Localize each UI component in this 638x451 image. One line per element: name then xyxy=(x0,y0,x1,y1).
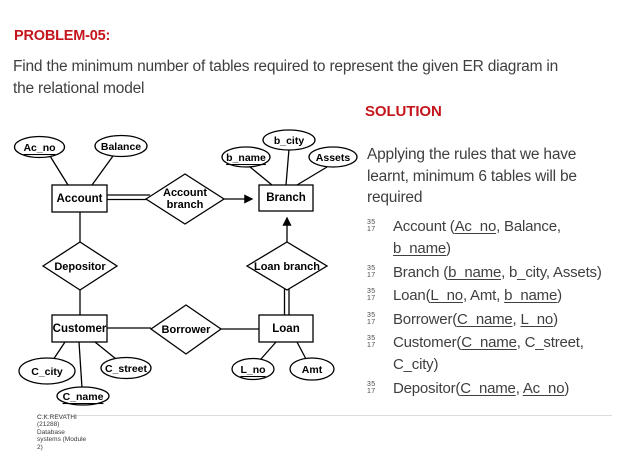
solution-intro: Applying the rules that we have learnt, … xyxy=(367,144,577,209)
table-def-depositor: Depositor(C_name, Ac_no) xyxy=(393,379,570,397)
attribute-balance-label: Balance xyxy=(101,141,141,153)
bullet-marker-bottom: 17 xyxy=(367,226,376,233)
relationship-account-branch xyxy=(144,173,226,225)
bullet-marker: 35 17 xyxy=(367,378,393,395)
bullet-marker-bottom: 17 xyxy=(367,387,376,395)
solution-table-list: 35 17 Account (Ac_no, Balance, b_name) 3… xyxy=(367,216,619,401)
table-list-item-account: 35 17 Account (Ac_no, Balance, b_name) xyxy=(367,216,619,260)
entity-loan-label: Loan xyxy=(272,323,299,335)
footer-line3: Database xyxy=(37,428,65,436)
relationship-account-branch-label-line1: Account xyxy=(163,187,207,199)
bullet-marker-bottom: 17 xyxy=(367,295,376,302)
bullet-marker: 35 17 xyxy=(367,332,393,349)
footer-credit: C.K.REVATHI (21288) Database systems (Mo… xyxy=(37,414,86,451)
attribute-c-city-label: C_city xyxy=(31,366,63,378)
relationship-depositor xyxy=(41,241,119,291)
footer-divider xyxy=(37,415,612,416)
relationship-depositor-label: Depositor xyxy=(54,261,106,273)
solution-intro-line1: Applying the rules that we have xyxy=(367,146,577,163)
table-list-item-branch: 35 17 Branch (b_name, b_city, Assets) xyxy=(367,262,619,284)
attribute-amt-label: Amt xyxy=(302,364,323,376)
relationship-borrower xyxy=(149,304,223,355)
attribute-c-city xyxy=(18,357,76,385)
attribute-b-city-label: b_city xyxy=(274,135,305,147)
entity-account xyxy=(51,184,108,213)
relationship-loan-branch-label: Loan branch xyxy=(254,261,320,273)
table-def-account: Account (Ac_no, Balance, b_name) xyxy=(393,218,561,257)
entity-branch-label: Branch xyxy=(266,192,306,204)
table-list-item-depositor: 35 17 Depositor(C_name, Ac_no) xyxy=(367,378,619,400)
footer-line2: (21288) xyxy=(37,421,60,429)
table-def-borrower: Borrower(C_name, L_no) xyxy=(393,310,558,328)
table-def-loan: Loan(L_no, Amt, b_name) xyxy=(393,287,562,304)
table-list-item-customer: 35 17 Customer(C_name, C_street, C_city) xyxy=(367,332,619,376)
attribute-b-name-label: b_name xyxy=(226,152,266,164)
footer-line5: 2) xyxy=(37,443,43,451)
attribute-assets xyxy=(308,146,358,168)
relationship-account-branch-label-line2: branch xyxy=(167,199,204,211)
attribute-l-no xyxy=(231,357,275,381)
attribute-assets-label: Assets xyxy=(316,152,351,164)
table-def-branch: Branch (b_name, b_city, Assets) xyxy=(393,263,602,281)
table-list-item-borrower: 35 17 Borrower(C_name, L_no) xyxy=(367,309,619,331)
problem-statement-line2: the relational model xyxy=(13,80,145,97)
entity-branch xyxy=(258,184,314,212)
problem-statement-line1: Find the minimum number of tables requir… xyxy=(13,58,559,75)
entity-account-label: Account xyxy=(57,193,103,205)
entity-loan xyxy=(258,314,314,343)
bullet-marker-top: 35 xyxy=(367,219,376,226)
entity-customer xyxy=(51,314,108,343)
table-def-customer: Customer(C_name, C_street, C_city) xyxy=(393,334,584,373)
bullet-marker-top: 35 xyxy=(367,264,376,272)
bullet-marker-top: 35 xyxy=(367,288,376,295)
attribute-b-city xyxy=(262,129,316,151)
footer-line4: systems (Module xyxy=(37,436,87,444)
attribute-l-no-label: L_no xyxy=(240,364,265,376)
attribute-c-name-label: C_name xyxy=(63,391,104,403)
bullet-marker: 35 17 xyxy=(367,285,393,302)
relationship-loan-branch xyxy=(245,241,329,291)
bullet-marker: 35 17 xyxy=(367,216,393,233)
solution-heading: SOLUTION xyxy=(365,103,442,120)
footer-line1: C.K.REVATHI xyxy=(37,414,77,421)
bullet-marker-top: 35 xyxy=(367,380,376,388)
solution-intro-line2: learnt, minimum 6 tables will be xyxy=(367,167,577,185)
attribute-c-street-label: C_street xyxy=(105,363,148,375)
bullet-marker-bottom: 17 xyxy=(367,342,376,349)
problem-title: PROBLEM-05: xyxy=(14,28,111,44)
relationship-connectors xyxy=(79,194,292,330)
attribute-balance xyxy=(94,134,148,158)
bullet-marker-top: 35 xyxy=(367,335,376,342)
attribute-connectors xyxy=(49,148,328,389)
attribute-ac-no-label: Ac_no xyxy=(23,142,55,154)
relationship-borrower-label: Borrower xyxy=(162,324,212,336)
problem-statement: Find the minimum number of tables requir… xyxy=(13,56,558,100)
bullet-marker: 35 17 xyxy=(367,309,393,326)
entity-customer-label: Customer xyxy=(53,323,107,335)
bullet-marker-top: 35 xyxy=(367,311,376,319)
table-list-item-loan: 35 17 Loan(L_no, Amt, b_name) xyxy=(367,285,619,307)
solution-intro-line3: required xyxy=(367,189,423,206)
attribute-c-name xyxy=(56,386,110,406)
attribute-c-street xyxy=(100,356,152,380)
attribute-amt xyxy=(289,357,335,381)
bullet-marker-bottom: 17 xyxy=(367,318,376,326)
attribute-ac-no xyxy=(13,135,66,159)
bullet-marker: 35 17 xyxy=(367,262,393,279)
bullet-marker-bottom: 17 xyxy=(367,271,376,279)
attribute-b-name xyxy=(221,146,271,168)
